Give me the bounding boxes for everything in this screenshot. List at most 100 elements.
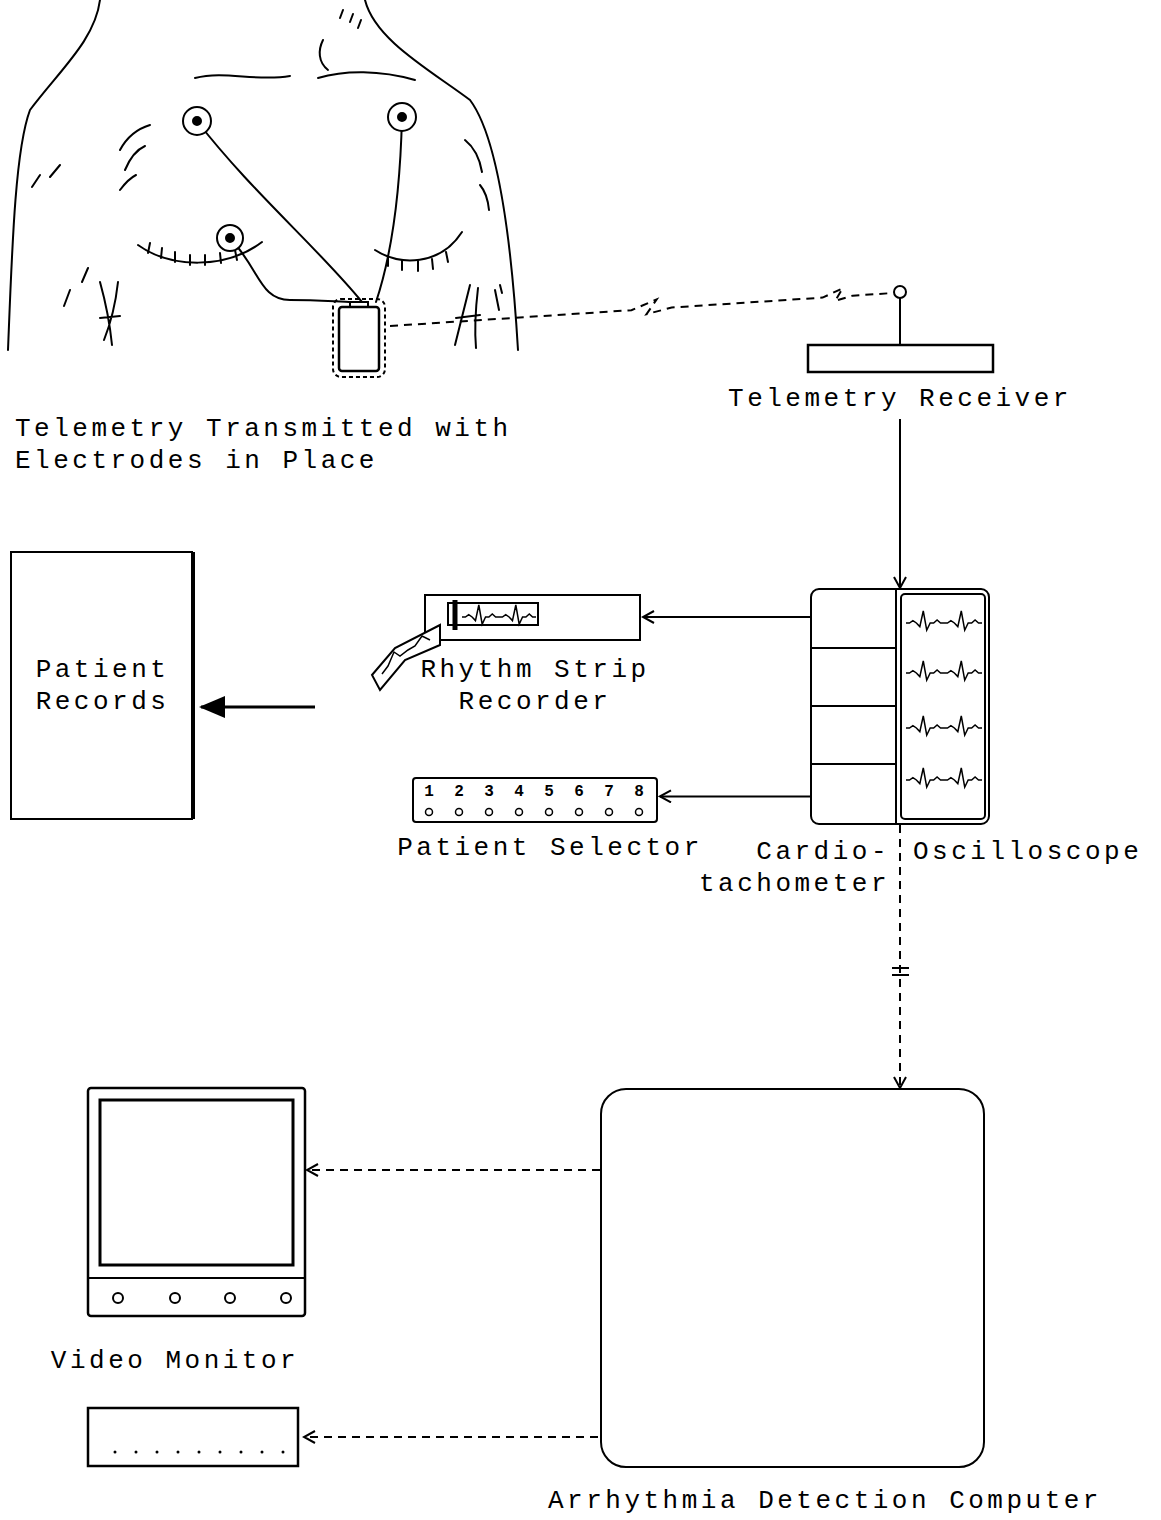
selector-button [546,809,553,816]
telemetry-transmitter: Telemetry Transmitted with Electrodes in… [332,298,386,378]
selector-number: 3 [480,784,498,800]
antenna [899,298,901,345]
printer-link [304,1436,598,1438]
strip-recorder: Rhythm Strip Recorder [370,590,655,730]
antenna-tip [894,286,906,298]
node-label: Rhythm Strip Recorder [410,654,660,718]
shape-outline [332,298,386,378]
monitor-knob [281,1293,291,1303]
patient-selector: 12345678Patient Selector [390,776,710,866]
selector-number: 2 [450,784,468,800]
telemetry-receiver: Telemetry Receiver [720,285,1080,417]
control-panel [88,1277,305,1279]
selector-box [413,778,657,822]
text-holder: Arrhythmia Detection Computer [540,1487,1110,1515]
pectoral-line [138,242,262,263]
text-holder: Patient Records [10,551,195,820]
monitor-case [88,1088,305,1316]
torso-drawing [8,0,518,350]
selector-button [456,809,463,816]
text-holder: Rhythm Strip Recorder [410,654,660,718]
node-label: Patient Selector [390,832,710,864]
monitor-screen [100,1100,293,1265]
electrode [217,225,243,251]
node-label: Patient Records [10,654,195,718]
text-holder: 3 [480,784,498,800]
printer-dot [177,1451,180,1454]
printer-dots [114,1451,285,1454]
printer-dot [261,1451,264,1454]
node-label: Telemetry Transmitted with Electrodes in… [15,413,545,477]
node-label: Video Monitor [40,1345,310,1377]
electrode-wire [197,121,362,302]
text-holder: 6 [570,784,588,800]
connector [390,288,893,326]
scope-trace [906,716,982,735]
tachometer-slot [811,763,896,765]
records-outline [11,552,192,819]
printer-dot [219,1451,222,1454]
scope-trace [906,768,982,787]
printer-dot [198,1451,201,1454]
transmitter-box [339,307,379,371]
printer-dot [135,1451,138,1454]
connector [307,1169,600,1171]
armpit-line [455,285,502,348]
electrode [183,107,211,135]
unit-outline [811,589,989,824]
clavicle [318,72,415,80]
strip-window [448,603,538,625]
selector-button [426,809,433,816]
monitor-knob [225,1293,235,1303]
electrode-wire [376,117,402,302]
selector-number: 1 [420,784,438,800]
shape-outline [413,778,657,824]
electrode [388,103,416,131]
printer [88,1408,598,1466]
tachometer-slot [811,705,896,707]
stylus-bar [453,600,458,630]
shape-outline [808,285,993,373]
records-box: Patient Records [10,551,195,822]
computer-outline [601,1089,984,1467]
electrode-wire [230,238,352,302]
text-holder: 5 [540,784,558,800]
torso-outline [365,0,518,350]
selector-number: 8 [630,784,648,800]
node-label: Cardio- tachometer [690,836,890,900]
receiver-box [808,345,993,372]
chest-hair [120,125,489,210]
connector [660,795,810,797]
text-holder: 8 [630,784,648,800]
case-outline [333,299,385,377]
printer-dot [114,1451,117,1454]
computer-box: Arrhythmia Detection Computer [540,1088,1110,1518]
text-holder: Telemetry Receiver [720,383,1080,415]
selector-number: 6 [570,784,588,800]
lead-socket [350,302,368,307]
connector [899,825,901,1088]
printer-dot [282,1451,285,1454]
recorder-box [425,595,640,640]
side-hair [32,165,88,306]
electrode-snap [398,113,406,121]
printer-box [88,1408,298,1466]
selector-button [516,809,523,816]
scope-screen [901,594,985,819]
text-holder: 1 [420,784,438,800]
shape-outline [10,551,195,820]
scope-trace [906,611,982,630]
monitor-knob [113,1293,123,1303]
node-label: Arrhythmia Detection Computer [540,1487,1110,1515]
shape-outline [810,588,990,825]
scope-trace [906,661,982,680]
selector-button [636,809,643,816]
selector-number: 4 [510,784,528,800]
node-label: Oscilloscope [913,836,1153,868]
connector [899,419,901,588]
electrode-snap [193,117,201,125]
node-label: Telemetry Receiver [720,383,1080,415]
neck-hair [320,10,361,70]
